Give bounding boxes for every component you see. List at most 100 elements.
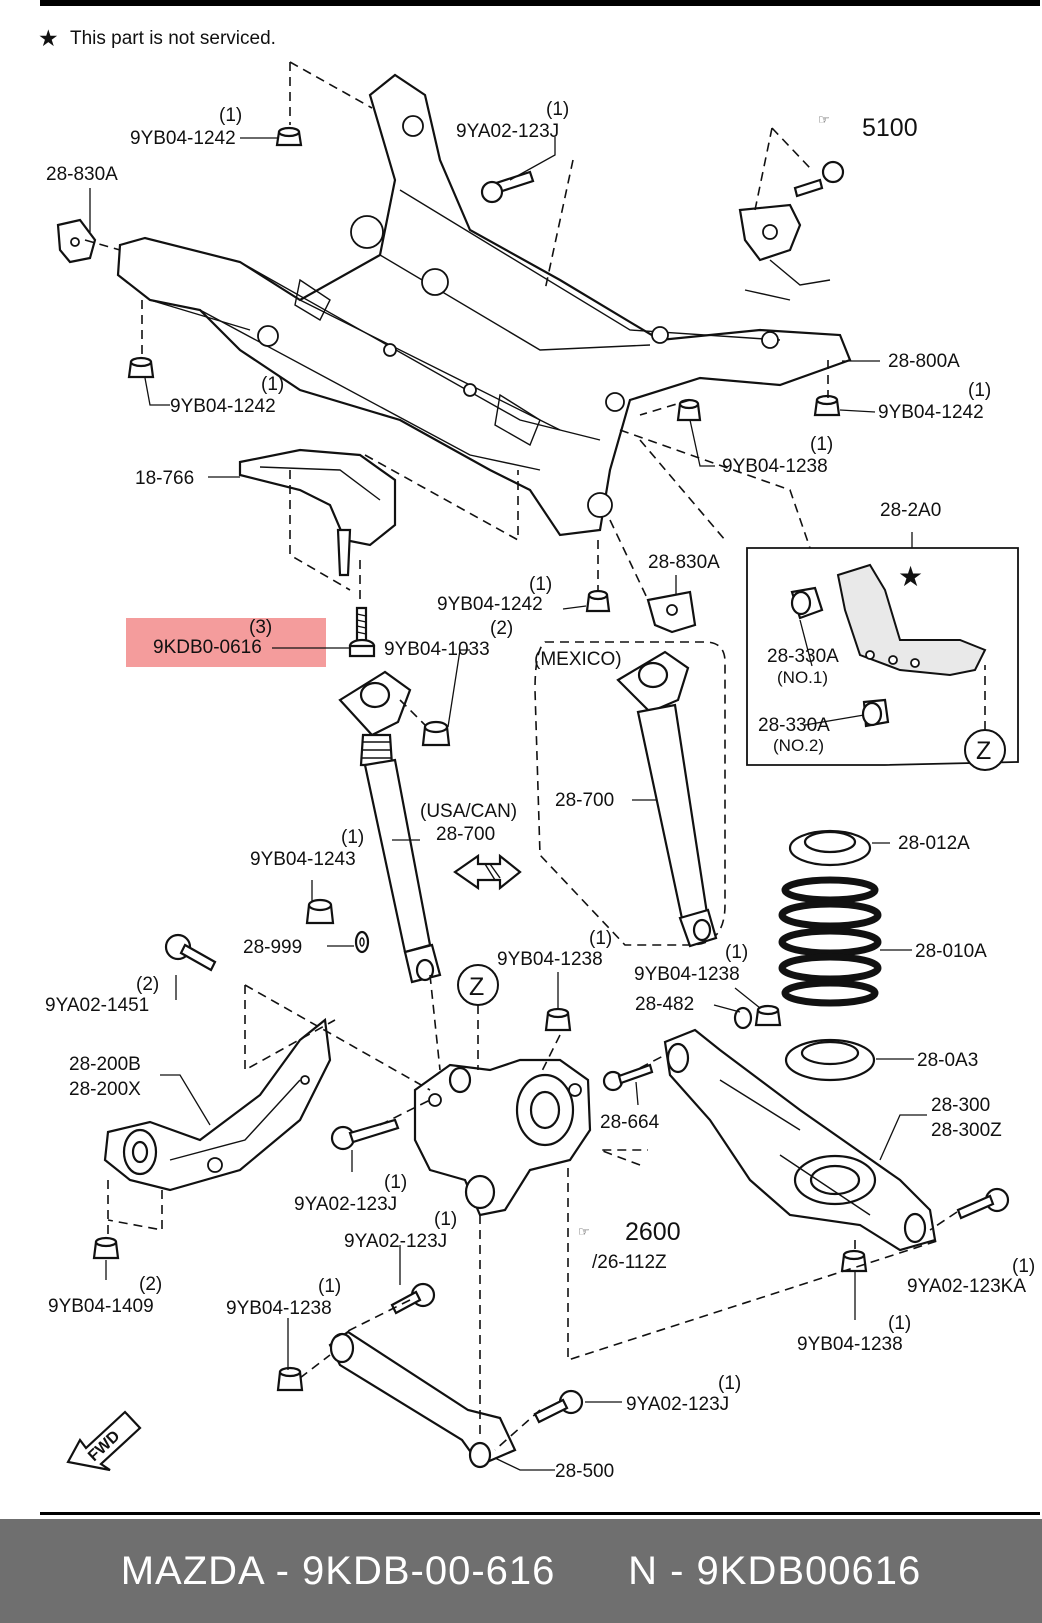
qty-9yb04-1242-mid: (1) (529, 574, 552, 595)
label-no2: (NO.2) (773, 736, 824, 755)
bolt-28-664 (602, 1063, 654, 1092)
label-28-830a-mid: 28-830A (648, 552, 720, 573)
leader-lines (89, 137, 927, 1471)
qty-9ya02-123j-low: (1) (434, 1209, 457, 1230)
qty-9yb04-1238-d: (1) (318, 1276, 341, 1297)
nut-9yb04-1238-c (754, 1004, 782, 1027)
lateral-link-28-500 (328, 1330, 517, 1469)
label-9ya02-123j-low: 9YA02-123J (344, 1231, 447, 1252)
label-28-999: 28-999 (243, 937, 302, 958)
label-9yb04-1238-c: 9YB04-1238 (634, 964, 740, 985)
bolt-9ya02-123j-top (480, 170, 535, 204)
qty-9yb04-1238-c: (1) (725, 942, 748, 963)
highlight-box-9kdb0-0616 (126, 618, 326, 667)
label-9yb04-1238-a: 9YB04-1238 (722, 456, 828, 477)
nut-9yb04-1242-left (127, 356, 155, 379)
label-9yb04-1242-right: 9YB04-1242 (878, 402, 984, 423)
bracket-28-830a-mid (646, 590, 697, 634)
fwd-arrow (66, 1410, 142, 1472)
qty-9yb04-1242-left: (1) (261, 374, 284, 395)
rear-crossmember (116, 73, 852, 537)
qty-9yb04-1242-top: (1) (219, 105, 242, 126)
label-usa-can: (USA/CAN) (420, 801, 517, 822)
label-9yb04-1242-top: 9YB04-1242 (130, 128, 236, 149)
label-9yb04-1409: 9YB04-1409 (48, 1296, 154, 1317)
qty-9yb04-1033: (2) (490, 618, 513, 639)
label-9yb04-1242-left: 9YB04-1242 (170, 396, 276, 417)
inset-28-2a0: ★ (746, 532, 1019, 766)
label-28-012a: 28-012A (898, 833, 970, 854)
washer-28-999 (354, 930, 370, 954)
qty-9ya02-123j-top: (1) (546, 99, 569, 120)
nut-9yb04-1242-right (813, 394, 841, 417)
label-mexico: (MEXICO) (534, 649, 622, 670)
label-9ya02-123j-top: 9YA02-123J (456, 121, 559, 142)
label-9kdb0-0616: 9KDB0-0616 (153, 637, 262, 658)
label-28-200x: 28-200X (69, 1079, 141, 1100)
nut-9yb04-1238-e (840, 1249, 868, 1273)
bolt-9ya02-1451 (164, 933, 217, 972)
qty-9kdb0-0616: (3) (249, 617, 272, 638)
qty-9yb04-1238-b: (1) (589, 928, 612, 949)
label-ref-5100: 5100 (862, 114, 918, 142)
label-28-700-usa: 28-700 (436, 824, 495, 845)
part-number-footer: MAZDA - 9KDB-00-616 N - 9KDB00616 (0, 1519, 1042, 1623)
label-z-knuckle: Z (469, 973, 484, 1001)
lower-spring-seat-28-0a3 (784, 1038, 876, 1082)
label-9ya02-123j-mid: 9YA02-123J (294, 1194, 397, 1215)
label-ref-2600: 2600 (625, 1218, 681, 1246)
bolt-9ya02-123j-bot (533, 1389, 584, 1424)
coil-spring-28-010a (778, 876, 882, 1007)
assembly-lines (84, 61, 986, 1451)
shock-absorber-usa-can (338, 670, 442, 984)
nut-9yb04-1238-b (544, 1007, 572, 1032)
nut-9yb04-1409 (92, 1236, 120, 1260)
part-labels: 9YB04-1242 (1) 9YA02-123J (1) ☞ 5100 28-… (45, 99, 1035, 1482)
qty-9ya02-123ka: (1) (1012, 1256, 1035, 1277)
height-sensor-5100 (738, 160, 845, 301)
top-border (40, 0, 1040, 6)
bolt-9kdb0-0616 (348, 606, 376, 658)
not-serviced-note: This part is not serviced. (70, 28, 276, 49)
label-28-0a3: 28-0A3 (917, 1050, 978, 1071)
label-9yb04-1243: 9YB04-1243 (250, 849, 356, 870)
label-28-200b: 28-200B (69, 1054, 141, 1075)
shock-absorber-mexico (616, 650, 718, 948)
qty-9yb04-1243: (1) (341, 827, 364, 848)
qty-9yb04-1409: (2) (139, 1274, 162, 1295)
qty-9ya02-123j-mid: (1) (384, 1172, 407, 1193)
label-28-800a: 28-800A (888, 351, 960, 372)
label-28-500: 28-500 (555, 1461, 614, 1482)
not-serviced-star: ★ (38, 25, 59, 51)
bolt-9ya02-123j-mid (330, 1118, 400, 1151)
label-9yb04-1242-mid: 9YB04-1242 (437, 594, 543, 615)
bolt-9ya02-123j-low (390, 1282, 436, 1315)
nut-9yb04-1238-a (676, 398, 702, 422)
label-ref-26-112z: /26-112Z (592, 1252, 667, 1273)
label-28-330a-no2: 28-330A (758, 715, 830, 736)
not-serviced-star-inset: ★ (898, 561, 923, 592)
label-28-010a: 28-010A (915, 941, 987, 962)
bracket-28-830a-left (56, 218, 97, 264)
label-18-766: 18-766 (135, 468, 194, 489)
heat-shield-18-766 (238, 448, 397, 577)
nut-9yb04-1033 (421, 720, 451, 747)
nut-9yb04-1242-mid (585, 589, 611, 613)
label-9yb04-1238-e: 9YB04-1238 (797, 1334, 903, 1355)
trailing-link-28-200b (103, 1017, 332, 1192)
label-28-700-mexico: 28-700 (555, 790, 614, 811)
label-28-664: 28-664 (600, 1112, 660, 1133)
label-28-300z: 28-300Z (931, 1120, 1002, 1141)
label-9yb04-1238-b: 9YB04-1238 (497, 949, 603, 970)
bolt-9ya02-123ka (956, 1187, 1010, 1220)
label-28-830a-left: 28-830A (46, 164, 118, 185)
bolt-9yb04-1242-top (275, 126, 303, 147)
label-28-300: 28-300 (931, 1095, 990, 1116)
label-28-2a0: 28-2A0 (880, 500, 941, 521)
ref-arrow-5100: ☞ (818, 112, 830, 127)
label-9ya02-123j-bot: 9YA02-123J (626, 1394, 729, 1415)
nut-9yb04-1238-d (276, 1366, 304, 1392)
ref-arrow-2600: ☞ (578, 1224, 590, 1239)
qty-9yb04-1238-e: (1) (888, 1313, 911, 1334)
